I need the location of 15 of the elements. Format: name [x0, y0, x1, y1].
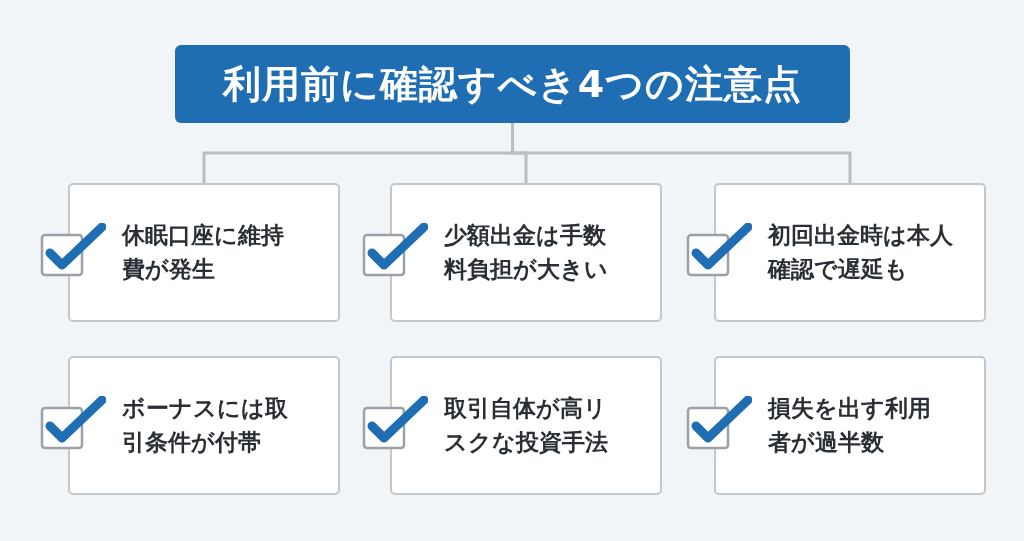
card-text: 休眠口座に維持費が発生 [122, 221, 285, 284]
card-text: 初回出金時は本人確認で遅延も [768, 221, 954, 284]
title-text: 利用前に確認すべき4つの注意点 [222, 60, 803, 108]
card-text: 取引自体が高リスクな投資手法 [444, 394, 609, 457]
note-card [68, 183, 340, 322]
card-text: 少額出金は手数料負担が大きい [444, 221, 609, 284]
connector-line [511, 123, 852, 183]
note-card [68, 356, 340, 495]
title-banner [175, 45, 850, 123]
note-card [714, 356, 986, 495]
note-card [390, 183, 662, 322]
note-card [390, 356, 662, 495]
note-card [714, 183, 986, 322]
card-text: 損失を出す利用者が過半数 [768, 394, 932, 457]
card-text: ボーナスには取引条件が付帯 [122, 394, 289, 457]
